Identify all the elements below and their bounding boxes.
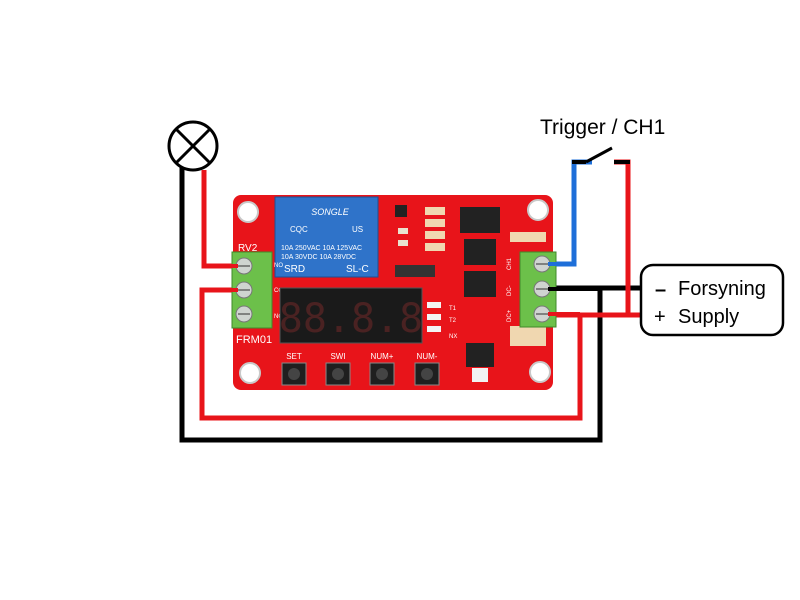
led-label-nx: NX	[449, 334, 457, 340]
button-label-num-minus: NUM-	[417, 352, 438, 361]
terminal-label-dc-minus: DC-	[507, 285, 513, 296]
relay-us: US	[352, 225, 363, 234]
relay-brand: SONGLE	[311, 207, 350, 217]
num-plus-button[interactable]	[369, 362, 395, 386]
supply-plus-label: Supply	[678, 306, 739, 328]
button-label-swi: SWI	[330, 352, 345, 361]
relay-model-left: SRD	[284, 264, 305, 275]
button-label-num-plus: NUM+	[371, 352, 394, 361]
supply-box: – Forsyning + Supply	[639, 263, 785, 337]
seven-segment-display: 88.8.8	[279, 287, 424, 344]
terminal-label-nc: NC	[274, 314, 283, 320]
supply-minus-sign: –	[655, 279, 666, 301]
button-label-set: SET	[286, 352, 302, 361]
wire-endpoints	[202, 262, 600, 316]
mount-hole	[237, 201, 259, 223]
mount-hole	[239, 362, 261, 384]
ic-chips	[395, 205, 500, 382]
push-buttons: SET SWI NUM+ NUM-	[281, 352, 440, 386]
terminal-block-relay	[231, 251, 273, 329]
terminal-label-no: NO	[274, 263, 283, 269]
status-leds: T1 T2 NX	[427, 302, 457, 340]
lamp-icon	[167, 120, 219, 172]
rv-label: RV2	[238, 243, 258, 254]
wire-black-lamp-return	[179, 165, 640, 443]
smd-components	[398, 207, 546, 346]
num-minus-button[interactable]	[414, 362, 440, 386]
trigger-label: Trigger / CH1	[540, 116, 665, 139]
relay-rating-1: 10A 250VAC 10A 125VAC	[281, 245, 362, 252]
swi-button[interactable]	[325, 362, 351, 386]
supply-minus-label: Forsyning	[678, 278, 766, 300]
switch-icon	[572, 146, 630, 164]
set-button[interactable]	[281, 362, 307, 386]
led-label-t2: T2	[449, 318, 457, 324]
relay-rating-2: 10A 30VDC 10A 28VDC	[281, 254, 356, 261]
display-digits: 88.8.8	[279, 296, 424, 342]
mount-hole	[527, 199, 549, 221]
led-label-t1: T1	[449, 306, 457, 312]
relay-board: SONGLE CQC US 10A 250VAC 10A 125VAC 10A …	[231, 195, 557, 390]
relay-model-right: SL-C	[346, 264, 369, 275]
mount-hole	[529, 361, 551, 383]
relay-cert: CQC	[290, 225, 308, 234]
relay-module: SONGLE CQC US 10A 250VAC 10A 125VAC 10A …	[274, 196, 379, 278]
wire-blue-ch1	[548, 159, 592, 267]
supply-plus-sign: +	[654, 306, 666, 328]
terminal-label-dc-plus: DC+	[507, 309, 513, 322]
wire-red-trigger	[614, 159, 631, 315]
terminal-label-ch1: CH1	[507, 257, 513, 270]
board-name: FRM01	[236, 334, 272, 346]
